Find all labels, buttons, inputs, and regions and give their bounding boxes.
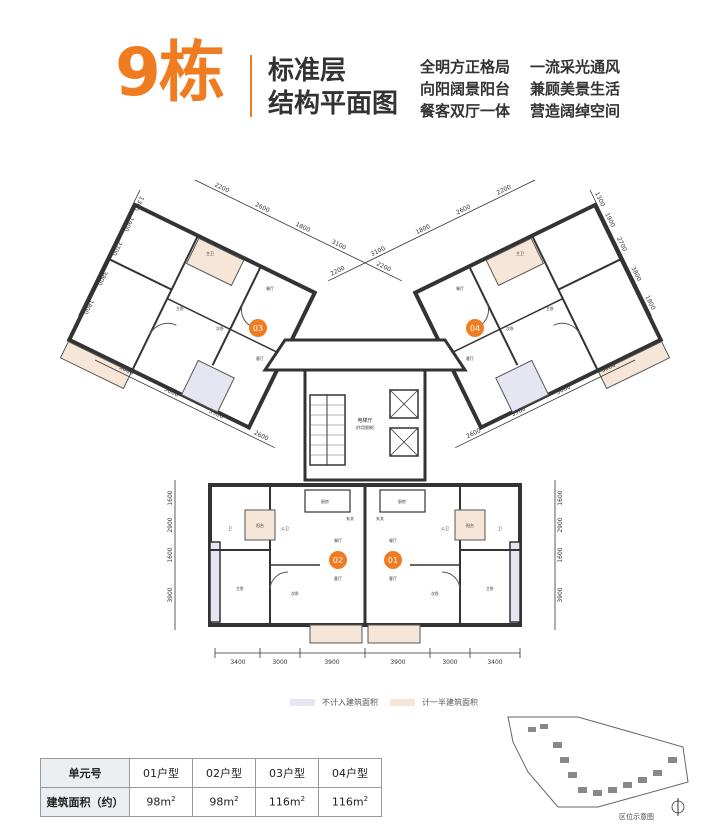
slogans: 全明方正格局 向阳阔景阳台 餐客双厅一体 一流采光通风 兼顾美景生活 营造阔绰空… [420, 56, 620, 122]
table-area-04: 116m2 [318, 787, 382, 817]
dim-left: 2900 [167, 517, 174, 532]
room-label: 次卧 [291, 590, 299, 596]
legend-swatch-half [390, 699, 415, 706]
table-area-03: 116m2 [255, 787, 319, 817]
room-label: 客厅 [334, 575, 342, 581]
room-label: 主卫 [206, 250, 214, 256]
dim-right: 1600 [557, 547, 564, 562]
room-label: 厨房 [398, 498, 406, 504]
floor-plan: 电梯厅 (作用限制) 03 04 02 01 主卧 次卧 客厅 餐厅 厨房 阳台… [80, 179, 650, 666]
dim-bottom: 3900 [390, 659, 405, 666]
slogan-left-1: 全明方正格局 [420, 58, 511, 76]
unit-badge-01: 01 [388, 556, 398, 565]
dim-left: 3900 [167, 587, 174, 602]
room-label: 阳台 [256, 522, 264, 528]
room-label: 主卫 [516, 250, 524, 256]
page-title: 标准层 结构平面图 [268, 55, 398, 120]
room-label: 餐厅 [456, 285, 464, 291]
table-area-label: 建筑面积（约） [40, 787, 130, 817]
slogan-right-1: 一流采光通风 [530, 58, 621, 76]
room-label: 公卫 [441, 526, 449, 531]
table-col-02: 02户型 [192, 758, 256, 788]
room-label: 主卧 [546, 305, 554, 311]
room-label: 玄关 [346, 515, 354, 521]
room-label: 阳台 [466, 522, 474, 528]
room-label: 次卧 [506, 325, 514, 331]
dim-bottom: 3400 [230, 659, 245, 666]
table-head-label: 单元号 [40, 758, 130, 788]
header-divider [250, 55, 252, 117]
table-row: 单元号 01户型 02户型 03户型 04户型 [40, 758, 382, 788]
area-table: 单元号 01户型 02户型 03户型 04户型 建筑面积（约） 98m2 98m… [40, 758, 382, 817]
slogan-left-3: 餐客双厅一体 [420, 102, 511, 120]
legend-half: 计一半建筑面积 [422, 698, 478, 707]
building-number: 9栋 [115, 34, 225, 111]
room-label: 厨房 [321, 498, 329, 504]
room-label: 卫 [498, 526, 502, 531]
room-label: 主卧 [486, 585, 494, 591]
room-label: 卫 [228, 526, 232, 531]
title-line-1: 标准层 [268, 56, 347, 86]
room-label: 餐厅 [389, 537, 397, 543]
core-label: 电梯厅 [357, 417, 372, 424]
slogan-right-3: 营造阔绰空间 [530, 102, 621, 120]
dim-left: 1600 [167, 490, 174, 505]
north-arrow-icon [671, 798, 685, 816]
dim-right: 1600 [557, 490, 564, 505]
room-label: 玄关 [376, 515, 384, 521]
dim-left: 1600 [167, 547, 174, 562]
room-label: 次卧 [216, 325, 224, 331]
room-label: 餐厅 [334, 537, 342, 543]
table-area-02: 98m2 [192, 787, 256, 817]
title-line-2: 结构平面图 [268, 88, 399, 119]
dim-bottom: 3000 [272, 659, 287, 666]
room-label: 客厅 [466, 355, 474, 361]
elevator-symbols [389, 389, 419, 457]
core-sublabel: (作用限制) [355, 424, 375, 430]
site-map [507, 716, 689, 816]
room-label: 客厅 [389, 575, 397, 581]
legend-exclude: 不计入建筑面积 [322, 698, 378, 707]
room-label: 餐厅 [266, 285, 274, 291]
room-label: 公卫 [281, 526, 289, 531]
room-label: 主卧 [236, 585, 244, 591]
dim-bottom: 3400 [487, 659, 502, 666]
unit-badge-03: 03 [253, 324, 263, 333]
dim-bottom: 3900 [324, 659, 339, 666]
unit-badge-02: 02 [333, 556, 343, 565]
stair-symbol [309, 394, 346, 466]
site-map-label: 区位示意图 [619, 813, 654, 821]
slogan-left-2: 向阳阔景阳台 [420, 80, 511, 98]
table-row: 建筑面积（约） 98m2 98m2 116m2 116m2 [40, 787, 382, 817]
table-col-04: 04户型 [318, 758, 382, 788]
room-label: 次卧 [431, 590, 439, 596]
unit-badge-04: 04 [470, 324, 480, 333]
dim-bottom: 3000 [442, 659, 457, 666]
table-area-01: 98m2 [129, 787, 193, 817]
legend-swatch-exclude [290, 699, 315, 706]
dim-right: 2900 [557, 517, 564, 532]
table-col-03: 03户型 [255, 758, 319, 788]
room-label: 主卧 [176, 305, 184, 311]
dim-right: 3900 [557, 587, 564, 602]
slogan-right-2: 兼顾美景生活 [530, 80, 621, 98]
table-col-01: 01户型 [129, 758, 193, 788]
room-label: 客厅 [256, 355, 264, 361]
slogans-right: 一流采光通风 兼顾美景生活 营造阔绰空间 [530, 56, 620, 122]
